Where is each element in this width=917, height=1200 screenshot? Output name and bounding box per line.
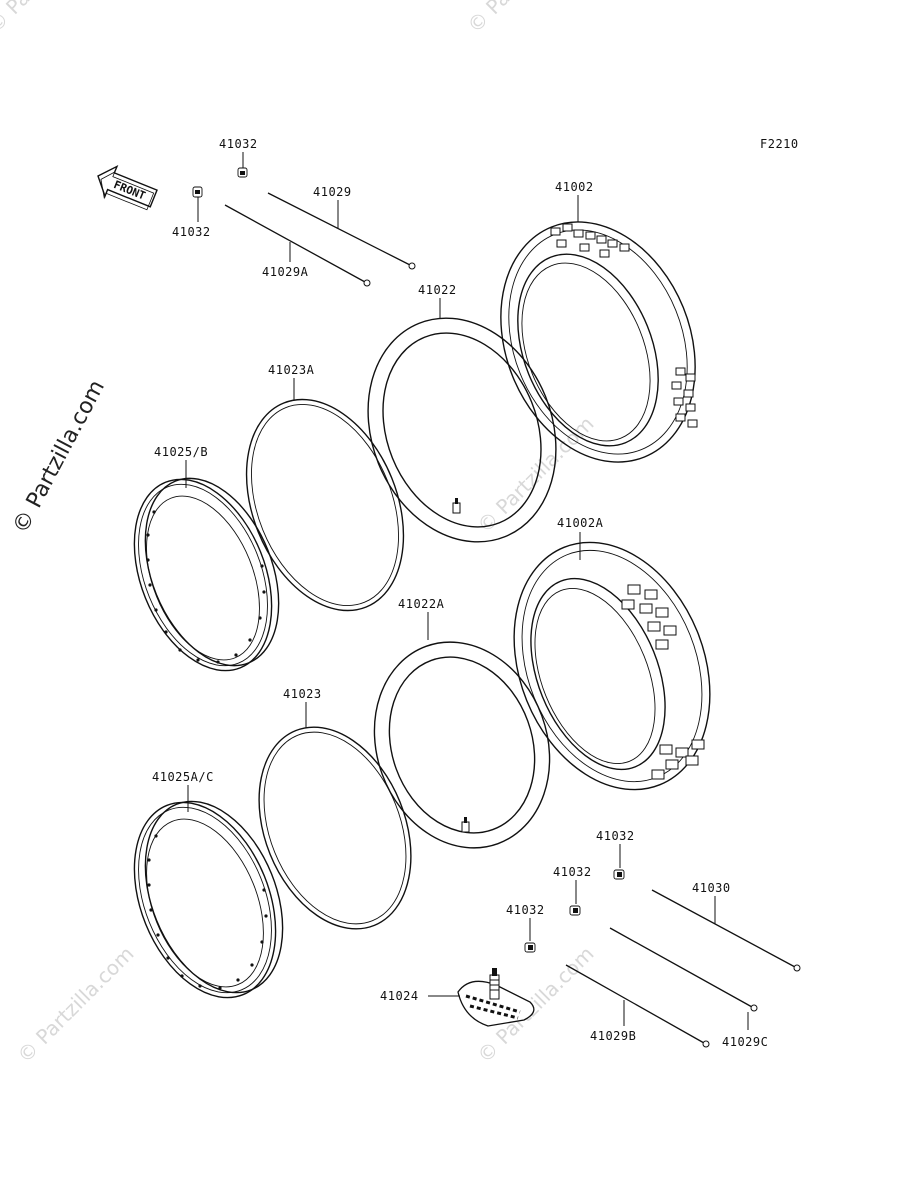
label-41029B: 41029B bbox=[590, 1029, 636, 1043]
front-tire-icon bbox=[500, 221, 698, 463]
label-41025B: 41025/B bbox=[154, 445, 208, 459]
watermark-text: © Partzilla.com bbox=[462, 0, 588, 38]
front-tube-icon bbox=[367, 317, 557, 543]
rear-rim-icon bbox=[133, 800, 284, 999]
spoke-icon bbox=[224, 204, 371, 287]
label-41023: 41023 bbox=[283, 687, 322, 701]
label-41029A: 41029A bbox=[262, 265, 309, 279]
spoke-nipple-icon bbox=[569, 905, 581, 916]
spoke-icon bbox=[565, 964, 710, 1048]
rear-tube-icon bbox=[373, 641, 551, 849]
partzilla-watermark: © Partzilla.com bbox=[8, 376, 110, 538]
spoke-nipple-icon bbox=[192, 186, 203, 198]
rear-tire-icon bbox=[513, 541, 711, 791]
label-41022A: 41022A bbox=[398, 597, 445, 611]
label-41032-b3: 41032 bbox=[506, 903, 545, 917]
spoke-icon bbox=[609, 927, 758, 1012]
label-41032-top: 41032 bbox=[219, 137, 258, 151]
valve-stem-icon bbox=[452, 498, 461, 514]
label-41030: 41030 bbox=[692, 881, 731, 895]
watermark-text: © Partzilla.com bbox=[0, 0, 109, 38]
figure-code: F2210 bbox=[760, 137, 799, 151]
label-41025AC: 41025A/C bbox=[152, 770, 214, 784]
front-rim-band-icon bbox=[245, 398, 405, 612]
front-rim-icon bbox=[133, 477, 280, 672]
valve-stem-icon bbox=[461, 817, 470, 833]
spoke-nipple-icon bbox=[524, 942, 536, 953]
label-41032-b2: 41032 bbox=[553, 865, 592, 879]
label-41023A: 41023A bbox=[268, 363, 315, 377]
front-arrow-icon: FRONT bbox=[97, 164, 158, 211]
spoke-icon bbox=[267, 192, 416, 270]
label-41032-b1: 41032 bbox=[596, 829, 635, 843]
watermark-text: © Partzilla.com bbox=[12, 942, 138, 1068]
label-41024: 41024 bbox=[380, 989, 419, 1003]
label-41029: 41029 bbox=[313, 185, 352, 199]
label-41002: 41002 bbox=[555, 180, 594, 194]
label-41022: 41022 bbox=[418, 283, 457, 297]
spoke-nipple-icon bbox=[237, 167, 248, 178]
rear-rim-band-icon bbox=[258, 726, 412, 930]
spoke-nipple-icon bbox=[613, 869, 625, 880]
label-41032-left: 41032 bbox=[172, 225, 211, 239]
spoke-icon bbox=[651, 889, 801, 972]
label-41002A: 41002A bbox=[557, 516, 604, 530]
rim-lock-icon bbox=[457, 968, 535, 1027]
label-41029C: 41029C bbox=[722, 1035, 768, 1049]
